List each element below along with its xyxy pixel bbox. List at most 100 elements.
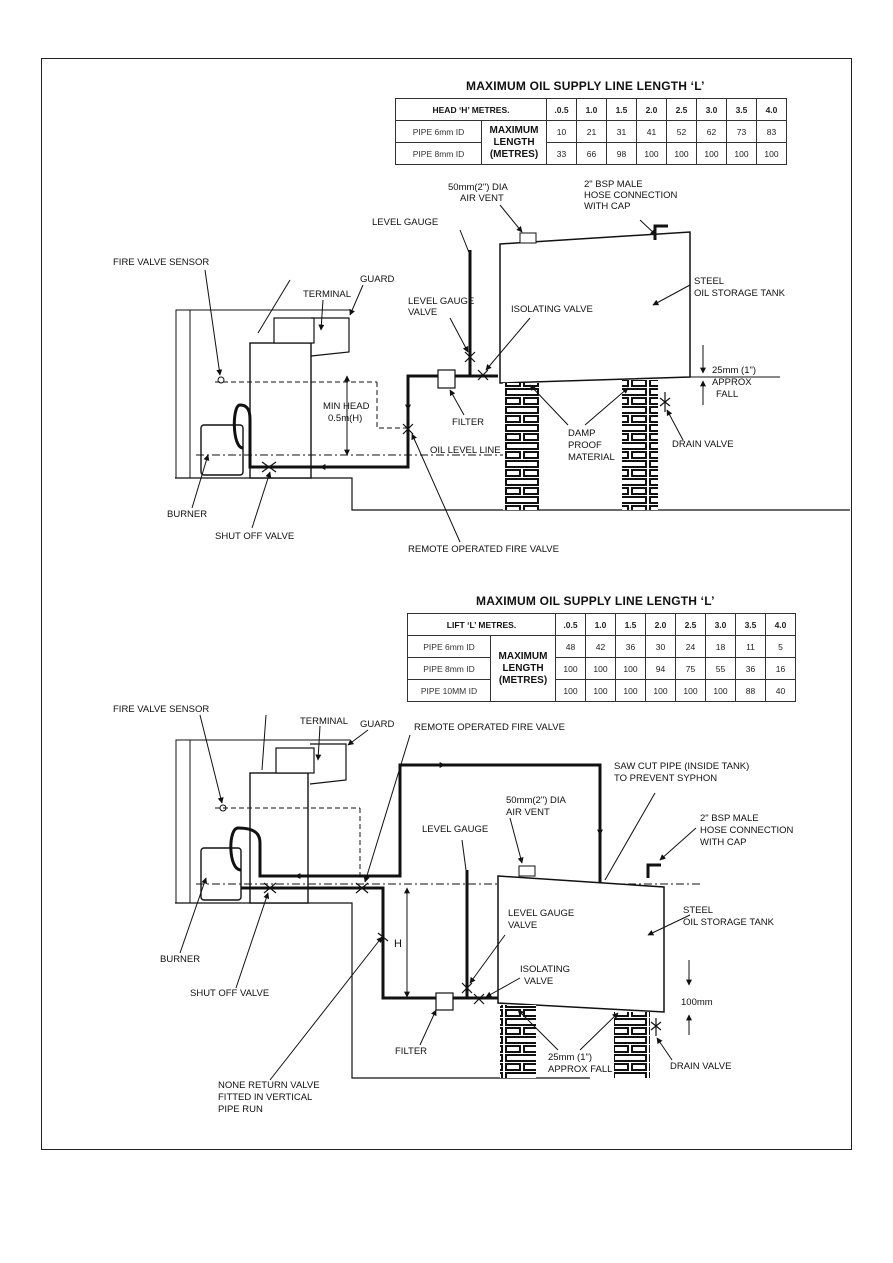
damp-proof-label: PROOF (568, 440, 602, 451)
leader (485, 977, 521, 998)
hose-label: HOSE CONNECTION (700, 825, 794, 836)
brick-pier-left (500, 1005, 536, 1078)
min-head-label: MIN HEAD (323, 401, 370, 412)
hose-label: 2" BSP MALE (584, 179, 643, 190)
leader (449, 389, 465, 416)
fall-label: 25mm (1") (548, 1052, 592, 1063)
row-label: PIPE 8mm ID (407, 657, 491, 680)
nrv-label: PIPE RUN (218, 1104, 263, 1115)
isolating-valve-icon (473, 993, 485, 1005)
hose-label: WITH CAP (584, 201, 630, 212)
tank-label: STEEL (694, 276, 724, 287)
brick-pier-left (503, 383, 539, 510)
nrv-label: FITTED IN VERTICAL (218, 1092, 312, 1103)
burner-label: BURNER (160, 954, 200, 965)
page-frame (41, 58, 852, 1150)
isolating-valve-label: ISOLATING VALVE (511, 304, 593, 315)
capillary-line (376, 382, 408, 429)
drain-valve-icon (650, 1021, 662, 1031)
leader (191, 454, 210, 509)
shut-off-valve-icon (261, 461, 277, 473)
leader (652, 284, 691, 306)
filter-icon (437, 369, 456, 389)
leader (269, 936, 383, 1081)
fall-label: APPROX FALL (548, 1064, 612, 1075)
leader (666, 409, 684, 441)
isolating-valve-icon (477, 369, 489, 381)
filter-label: FILTER (395, 1046, 427, 1057)
leader (659, 827, 697, 861)
leader (461, 839, 467, 871)
height-label: H (394, 938, 402, 950)
leader (318, 299, 325, 331)
bottom-length-table: LIFT ‘L’ METRES. .0.5 1.0 1.5 2.0 2.5 3.… (407, 613, 796, 702)
hose-label: WITH CAP (700, 837, 746, 848)
top-length-table: HEAD ‘H’ METRES. .0.5 1.0 1.5 2.0 2.5 3.… (395, 98, 787, 165)
burner (200, 847, 242, 901)
terminal (275, 747, 315, 774)
top-diagram: 50mm(2") DIA AIR VENT 2" BSP MALE HOSE C… (113, 179, 850, 555)
supply-pipe (241, 886, 498, 1000)
fall-label: APPROX (712, 377, 752, 388)
level-gauge-valve-label: LEVEL GAUGE (508, 908, 574, 919)
leader (315, 725, 322, 761)
level-gauge-valve-label: VALVE (408, 307, 437, 318)
level-gauge-valve-icon (461, 982, 473, 994)
filter-icon (435, 992, 454, 1011)
fire-valve-sensor-icon (219, 804, 227, 812)
house-wall (175, 739, 191, 903)
fire-valve-icon (355, 882, 369, 894)
fall-label: 25mm (1") (712, 365, 756, 376)
tank-label: OIL STORAGE TANK (694, 288, 786, 299)
row-label: PIPE 10MM ID (407, 679, 491, 702)
leader (517, 1009, 559, 1051)
nrv-label: NONE RETURN VALVE (218, 1080, 320, 1091)
leader (199, 714, 224, 804)
guard (309, 743, 347, 785)
non-return-valve-icon (377, 932, 389, 942)
leader (509, 817, 524, 864)
brick-pier-right (614, 1012, 650, 1078)
leader (639, 219, 657, 236)
storage-tank (497, 875, 665, 1013)
leader (656, 1037, 673, 1061)
level-gauge-label: LEVEL GAUGE (422, 824, 488, 835)
terminal (273, 317, 315, 344)
leader (179, 877, 208, 954)
leader (257, 279, 291, 334)
drain-valve-label: DRAIN VALVE (672, 439, 733, 450)
boiler-casing (249, 342, 312, 479)
remote-fire-valve-label: REMOTE OPERATED FIRE VALVE (414, 722, 565, 733)
air-vent-label: 50mm(2") DIA (506, 795, 567, 806)
leader (411, 433, 461, 543)
leader (584, 387, 629, 426)
bottom-diagram: FIRE VALVE SENSOR TERMINAL GUARD REMOTE … (113, 704, 794, 1115)
hose-label: 2" BSP MALE (700, 813, 759, 824)
table-cell: 5 (765, 635, 796, 658)
guard-label: GUARD (360, 719, 394, 730)
tank-label: OIL STORAGE TANK (683, 917, 775, 928)
leader (459, 229, 471, 256)
leader (235, 892, 270, 989)
fire-valve-icon (402, 423, 414, 435)
hose-label: HOSE CONNECTION (584, 190, 678, 201)
damp-proof-label: DAMP (568, 428, 595, 439)
bottom-table-title: MAXIMUM OIL SUPPLY LINE LENGTH ‘L’ (476, 594, 715, 608)
min-head-label: 0.5m(H) (328, 413, 362, 424)
leader (469, 934, 506, 984)
table-cell: 100 (675, 679, 706, 702)
return-pipe (229, 763, 602, 1000)
fire-valve-sensor-label: FIRE VALVE SENSOR (113, 704, 209, 715)
supply-pipe (232, 374, 498, 469)
terminal-label: TERMINAL (300, 716, 348, 727)
shut-off-valve-label: SHUT OFF VALVE (190, 988, 269, 999)
terminal-label: TERMINAL (303, 289, 351, 300)
leader (363, 734, 411, 883)
leader (204, 269, 223, 376)
leader (349, 284, 364, 316)
leader (499, 204, 523, 233)
leader (579, 1012, 619, 1051)
hose-connection-icon (646, 863, 661, 878)
drain-valve-icon (659, 397, 671, 407)
